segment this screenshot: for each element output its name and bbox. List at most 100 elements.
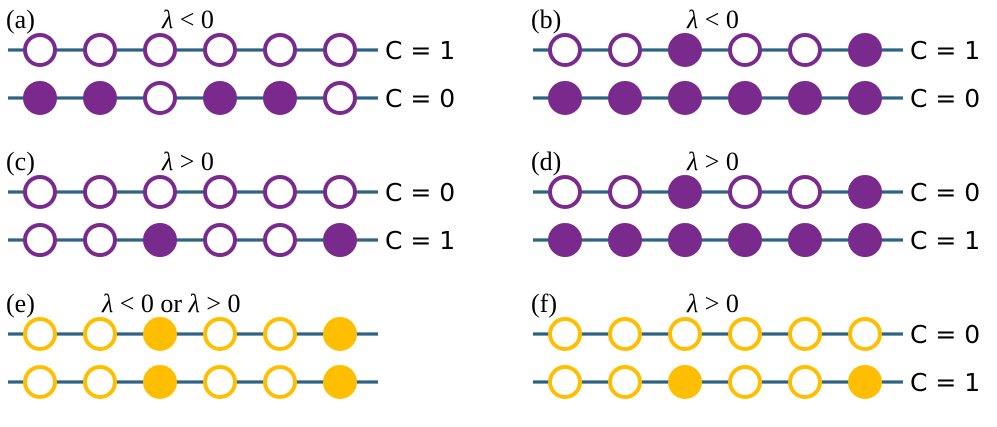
occupied-site [23, 81, 57, 115]
occupied-site [848, 175, 882, 209]
occupied-site [608, 81, 642, 115]
empty-site [668, 317, 702, 351]
empty-site [23, 365, 57, 399]
empty-site [848, 317, 882, 351]
panel-f: (f) λ > 0 C = 0 C = 1 [531, 289, 980, 399]
empty-site [323, 81, 357, 115]
occupied-site [788, 223, 822, 257]
empty-site [203, 175, 237, 209]
empty-site [83, 365, 117, 399]
chain-row: C = 0 [533, 175, 980, 209]
empty-site [548, 33, 582, 67]
condition-label: λ < 0 [161, 5, 214, 34]
chern-number-label: C = 1 [385, 36, 455, 65]
occupied-site [668, 81, 702, 115]
occupied-site [668, 33, 702, 67]
occupied-site [548, 81, 582, 115]
chern-number-label: C = 1 [385, 226, 455, 255]
occupied-site [263, 81, 297, 115]
occupied-site [143, 365, 177, 399]
empty-site [23, 33, 57, 67]
empty-site [83, 175, 117, 209]
panel-label: (a) [6, 5, 35, 34]
empty-site [263, 223, 297, 257]
chern-number-label: C = 0 [910, 320, 980, 349]
empty-site [263, 175, 297, 209]
panel-label: (f) [531, 289, 557, 318]
empty-site [143, 33, 177, 67]
empty-site [263, 33, 297, 67]
panel-b: (b) λ < 0 C = 1 C = 0 [531, 5, 980, 115]
occupied-site [728, 223, 762, 257]
chain-row [8, 317, 378, 351]
empty-site [203, 223, 237, 257]
panel-e: (e) λ < 0 or λ > 0 [6, 289, 378, 399]
occupied-site [608, 223, 642, 257]
empty-site [83, 223, 117, 257]
chain-row: C = 1 [8, 223, 455, 257]
occupied-site [548, 223, 582, 257]
panel-a: (a) λ < 0 C = 1 C = 0 [6, 5, 455, 115]
empty-site [608, 365, 642, 399]
occupied-site [728, 81, 762, 115]
occupied-site [668, 223, 702, 257]
condition-label: λ < 0 [686, 5, 739, 34]
empty-site [203, 365, 237, 399]
chern-number-label: C = 1 [910, 226, 980, 255]
empty-site [548, 317, 582, 351]
empty-site [548, 175, 582, 209]
occupied-site [668, 365, 702, 399]
chain-row: C = 0 [533, 317, 980, 351]
panel-label: (c) [6, 147, 35, 176]
chern-number-label: C = 0 [910, 84, 980, 113]
occupied-site [83, 81, 117, 115]
chain-row: C = 1 [533, 33, 980, 67]
empty-site [728, 317, 762, 351]
panel-label: (e) [6, 289, 35, 318]
empty-site [263, 365, 297, 399]
chain-row: C = 0 [533, 81, 980, 115]
chern-number-label: C = 0 [385, 84, 455, 113]
empty-site [788, 33, 822, 67]
panel-d: (d) λ > 0 C = 0 C = 1 [531, 147, 980, 257]
empty-site [83, 33, 117, 67]
empty-site [728, 33, 762, 67]
panel-label: (d) [531, 147, 561, 176]
empty-site [143, 81, 177, 115]
occupied-site [323, 365, 357, 399]
empty-site [323, 175, 357, 209]
occupied-site [848, 33, 882, 67]
occupied-site [848, 81, 882, 115]
occupied-site [848, 223, 882, 257]
occupied-site [323, 317, 357, 351]
chern-number-label: C = 1 [910, 368, 980, 397]
chern-number-label: C = 1 [910, 36, 980, 65]
panel-label: (b) [531, 5, 561, 34]
empty-site [788, 317, 822, 351]
chain-row: C = 1 [533, 223, 980, 257]
empty-site [203, 317, 237, 351]
chern-number-label: C = 0 [910, 178, 980, 207]
occupied-site [668, 175, 702, 209]
occupied-site [848, 365, 882, 399]
condition-label: λ < 0 or λ > 0 [101, 289, 241, 318]
condition-label: λ > 0 [686, 147, 739, 176]
condition-label: λ > 0 [686, 289, 739, 318]
empty-site [23, 175, 57, 209]
chern-number-label: C = 0 [385, 178, 455, 207]
empty-site [548, 365, 582, 399]
empty-site [608, 317, 642, 351]
panel-c: (c) λ > 0 C = 0 C = 1 [6, 147, 455, 257]
empty-site [788, 175, 822, 209]
empty-site [143, 175, 177, 209]
condition-label: λ > 0 [161, 147, 214, 176]
chain-row [8, 365, 378, 399]
empty-site [608, 175, 642, 209]
empty-site [728, 365, 762, 399]
occupied-site [143, 317, 177, 351]
chain-row: C = 1 [8, 33, 455, 67]
occupied-site [788, 81, 822, 115]
empty-site [728, 175, 762, 209]
empty-site [263, 317, 297, 351]
chain-row: C = 0 [8, 175, 455, 209]
